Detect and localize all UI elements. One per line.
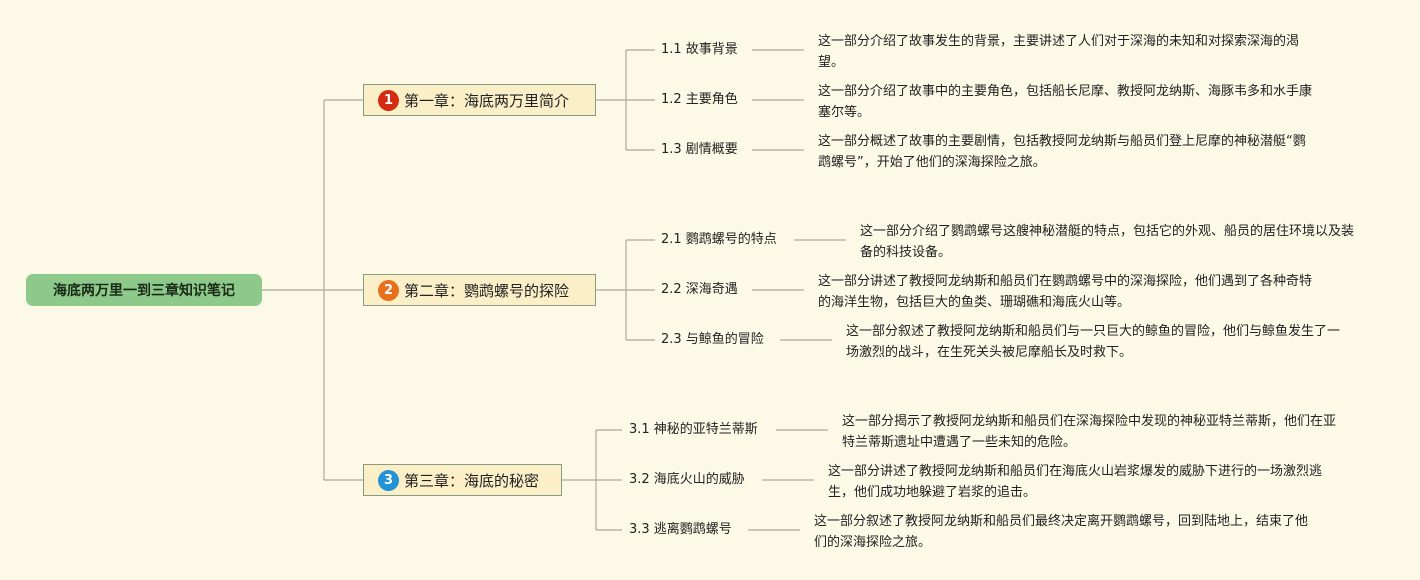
section-1-2-label[interactable]: 1.2 主要角色	[661, 92, 738, 107]
chapter-3-number-badge: 3	[378, 469, 399, 491]
section-3-1-description: 这一部分揭示了教授阿龙纳斯和船员们在深海探险中发现的神秘亚特兰蒂斯，他们在亚特兰…	[842, 414, 1337, 450]
section-2-3-description: 这一部分叙述了教授阿龙纳斯和船员们与一只巨大的鲸鱼的冒险，他们与鲸鱼发生了一场激…	[846, 324, 1341, 360]
section-2-2-label[interactable]: 2.2 深海奇遇	[661, 282, 738, 297]
section-1-2-description: 这一部分介绍了故事中的主要角色，包括船长尼摩、教授阿龙纳斯、海豚韦多和水手康塞尔…	[818, 84, 1313, 120]
chapter-2-number-badge: 2	[378, 279, 399, 301]
section-1-3-label[interactable]: 1.3 剧情概要	[661, 142, 738, 157]
chapter-1-number-badge: 1	[378, 89, 399, 111]
section-3-3-description: 这一部分叙述了教授阿龙纳斯和船员们最终决定离开鹦鹉螺号，回到陆地上，结束了他们的…	[814, 514, 1309, 550]
section-2-2-description: 这一部分讲述了教授阿龙纳斯和船员们在鹦鹉螺号中的深海探险，他们遇到了各种奇特的海…	[818, 274, 1313, 310]
section-3-2-label[interactable]: 3.2 海底火山的威胁	[629, 472, 745, 487]
root-title: 海底两万里一到三章知识笔记	[53, 283, 235, 299]
chapter-1-title: 第一章：海底两万里简介	[404, 91, 570, 110]
section-3-3-label[interactable]: 3.3 逃离鹦鹉螺号	[629, 522, 732, 537]
section-1-1-description: 这一部分介绍了故事发生的背景，主要讲述了人们对于深海的未知和对探索深海的渴望。	[818, 34, 1300, 70]
section-1-3-description: 这一部分概述了故事的主要剧情，包括教授阿龙纳斯与船员们登上尼摩的神秘潜艇“鹦鹉螺…	[818, 134, 1306, 170]
section-3-1-label[interactable]: 3.1 神秘的亚特兰蒂斯	[629, 422, 758, 437]
section-2-1-description: 这一部分介绍了鹦鹉螺号这艘神秘潜艇的特点，包括它的外观、船员的居住环境以及装备的…	[860, 224, 1355, 260]
chapter-3-node[interactable]: 3 第三章：海底的秘密	[363, 464, 562, 496]
chapter-3-title: 第三章：海底的秘密	[404, 471, 540, 490]
chapter-2-node[interactable]: 2 第二章：鹦鹉螺号的探险	[363, 274, 596, 306]
section-1-1-label[interactable]: 1.1 故事背景	[661, 42, 738, 57]
section-3-2-description: 这一部分讲述了教授阿龙纳斯和船员们在海底火山岩浆爆发的威胁下进行的一场激烈逃生，…	[828, 464, 1323, 500]
root-topic[interactable]: 海底两万里一到三章知识笔记	[26, 274, 262, 306]
section-2-3-label[interactable]: 2.3 与鲸鱼的冒险	[661, 332, 764, 347]
section-2-1-label[interactable]: 2.1 鹦鹉螺号的特点	[661, 232, 777, 247]
chapter-1-node[interactable]: 1 第一章：海底两万里简介	[363, 84, 596, 116]
chapter-2-title: 第二章：鹦鹉螺号的探险	[404, 281, 570, 300]
